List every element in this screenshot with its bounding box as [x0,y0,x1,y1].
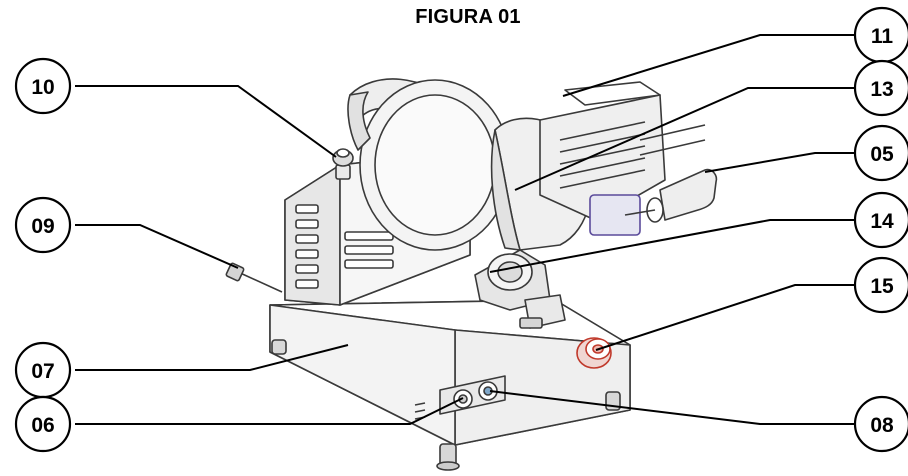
callout-11: 11 [853,6,908,64]
leader-line-10 [75,85,337,158]
slicer-machine-illustration [225,78,718,471]
knob-red [576,337,612,369]
callout-label-13: 13 [870,78,893,101]
blade-assembly [347,78,511,251]
leader-line-13 [514,87,855,191]
carriage-tray [539,81,666,236]
leader-line-07 [75,344,349,371]
callout-label-14: 14 [870,210,894,233]
pusher-handle [624,124,718,223]
leader-lines [75,34,855,425]
callout-15: 15 [853,256,908,314]
machine-base [269,299,631,471]
callout-08: 08 [853,395,908,453]
callout-label-05: 05 [870,143,894,166]
callout-14: 14 [853,191,908,249]
callout-10: 10 [14,57,72,115]
figure-title: FIGURA 01 [415,6,521,28]
callout-07: 07 [14,341,72,399]
leader-line-06 [75,397,464,425]
leader-line-08 [489,390,855,425]
callout-06: 06 [14,395,72,453]
leader-line-09 [75,224,239,269]
drive-pulley [474,249,566,329]
leader-line-14 [489,219,855,273]
callout-label-11: 11 [871,25,894,48]
callout-label-15: 15 [870,275,894,298]
callout-label-08: 08 [870,414,894,437]
callout-09: 09 [14,196,72,254]
callout-05: 05 [853,124,908,182]
callout-label-09: 09 [31,215,54,238]
leader-line-05 [704,152,855,173]
callouts: 10 09 07 06 11 13 [14,6,908,453]
leader-line-15 [595,284,855,351]
callout-label-06: 06 [31,414,54,437]
leader-line-11 [562,34,855,97]
callout-label-10: 10 [31,76,54,99]
power-cord [225,262,283,293]
callout-13: 13 [853,59,908,117]
callout-label-07: 07 [31,360,54,383]
sharpener-knob [332,148,354,180]
